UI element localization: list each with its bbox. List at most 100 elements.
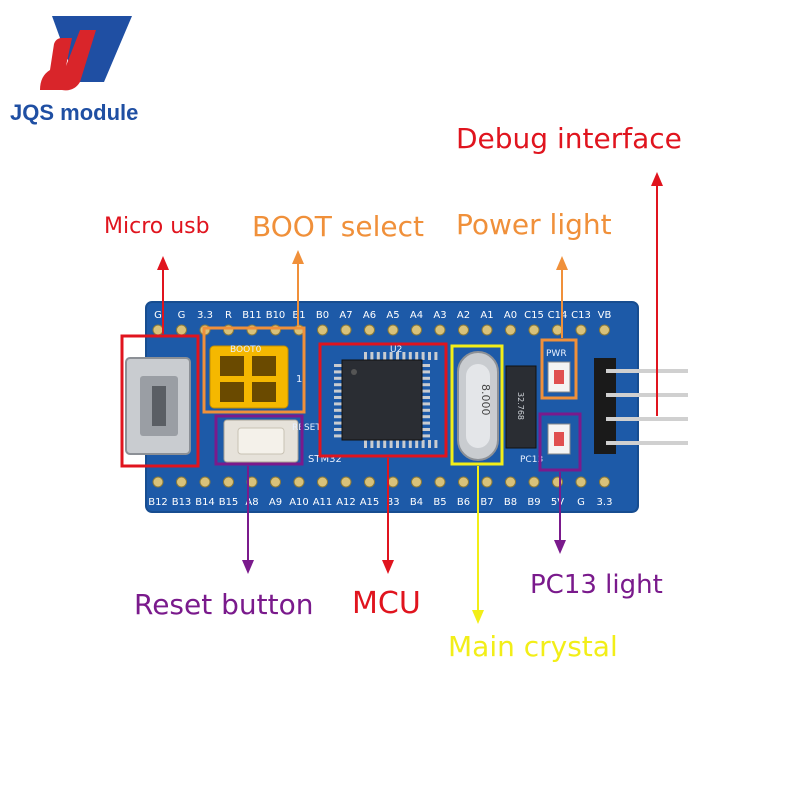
debug-header-block [594, 358, 616, 454]
power-arrow-head [556, 256, 568, 270]
bottom-pin-label: B12 [148, 497, 168, 508]
chip-pin [422, 434, 430, 438]
reset-highlight [214, 414, 304, 466]
boot-silkscreen: BOOT0 [230, 345, 262, 355]
chip-pin [422, 428, 430, 431]
pin-hole [481, 476, 493, 488]
chip-pin [334, 421, 342, 425]
chip-pin [383, 440, 387, 448]
pin-hole [575, 324, 587, 336]
highlight-boxes [120, 326, 582, 472]
chip-pin [389, 440, 393, 448]
pc13-arrow-head [554, 540, 566, 554]
pin-hole [505, 324, 516, 336]
boot-highlight [202, 326, 306, 414]
top-pin-label: A7 [339, 310, 352, 321]
top-pin-label: B0 [316, 310, 329, 321]
chip-pin [334, 408, 342, 412]
bottom-pin-holes [152, 476, 610, 488]
chip-pin [428, 352, 431, 360]
pin-hole [317, 324, 328, 336]
mcu-highlight [318, 342, 448, 458]
crystal-marking: 8.000 [479, 384, 492, 416]
chip-pin [334, 434, 342, 438]
pin-hole [270, 476, 281, 488]
pin-hole [340, 476, 352, 488]
pin-hole [387, 476, 399, 488]
pin-hole [152, 476, 164, 488]
pin-hole [481, 324, 493, 336]
label-main-crystal: Main crystal [448, 630, 618, 663]
chip-pin [334, 402, 342, 406]
pin-hole [434, 324, 446, 336]
rtc-crystal-marking: 32.768 [516, 392, 525, 420]
chip-pin [334, 370, 342, 374]
chip-pin [396, 352, 399, 360]
boot-jumper-slot-4 [252, 382, 276, 402]
top-pin-label: 3.3 [197, 310, 213, 321]
bottom-pin-label: B8 [504, 497, 517, 508]
jqs-logo [40, 16, 132, 91]
top-pin-label: C13 [571, 310, 591, 321]
top-pin-label: A2 [457, 310, 470, 321]
label-boot-select: BOOT select [252, 210, 424, 243]
label-mcu: MCU [352, 586, 421, 621]
pin-hole [387, 324, 399, 336]
crystal-arrow-head [472, 610, 484, 624]
reset-button-cap [237, 427, 285, 455]
chip-pin [402, 440, 406, 448]
pin-one-marker: 1 [296, 374, 302, 385]
pin-hole [152, 324, 164, 336]
chip-pin [364, 440, 367, 448]
top-pin-label: A4 [410, 310, 423, 321]
chip-pin [434, 352, 438, 360]
chip-pin [334, 364, 342, 367]
top-pin-label: A6 [363, 310, 376, 321]
chip-pin [428, 440, 431, 448]
pin-hole [411, 324, 422, 336]
top-pin-labels: GG3.3RB11B10B1B0A7A6A5A4A3A2A1A0C15C14C1… [154, 310, 611, 321]
pin-hole [293, 476, 305, 488]
top-pin-label: R [225, 310, 232, 321]
label-pc13-light: PC13 light [530, 570, 663, 600]
reset-arrow-head [242, 560, 254, 574]
chip-pin [389, 352, 393, 360]
logo-red-shape [40, 30, 96, 91]
micro-usb-slot [152, 386, 166, 426]
top-pin-label: G [154, 310, 162, 321]
pin-hole [340, 324, 352, 336]
pc13-silkscreen: PC13 [520, 455, 543, 465]
callout-arrows [157, 172, 663, 624]
bottom-pin-label: B15 [219, 497, 239, 508]
chip-pin [415, 352, 419, 360]
bottom-pin-label: A11 [313, 497, 333, 508]
boot-jumper-slot-3 [220, 382, 244, 402]
chip-pin [376, 352, 380, 360]
top-pin-label: G [178, 310, 186, 321]
chip-pin [422, 408, 430, 412]
rtc-crystal [505, 365, 537, 449]
pin-hole [458, 324, 469, 336]
boot-jumper-slot-1 [220, 356, 244, 376]
label-power-light: Power light [456, 208, 612, 241]
pc13-led-lens [554, 432, 564, 446]
chip-ref: U2 [390, 345, 402, 355]
pin-hole [364, 324, 375, 336]
bottom-pin-label: B7 [480, 497, 493, 508]
bottom-pin-label: G [577, 497, 585, 508]
pin-hole [599, 476, 610, 488]
bottom-pin-label: 5V [551, 497, 564, 508]
chip-pin [364, 352, 367, 360]
mcu-pin1-dot [351, 369, 357, 375]
top-pin-label: C15 [524, 310, 544, 321]
chip-pin [422, 370, 430, 374]
chip-pin [334, 376, 342, 380]
pin-hole [364, 476, 375, 488]
chip-pin [422, 402, 430, 406]
brand-name: JQS module [10, 100, 139, 125]
debug-arrow-head [651, 172, 663, 186]
chip-pin [376, 440, 380, 448]
top-pin-label: B11 [242, 310, 262, 321]
